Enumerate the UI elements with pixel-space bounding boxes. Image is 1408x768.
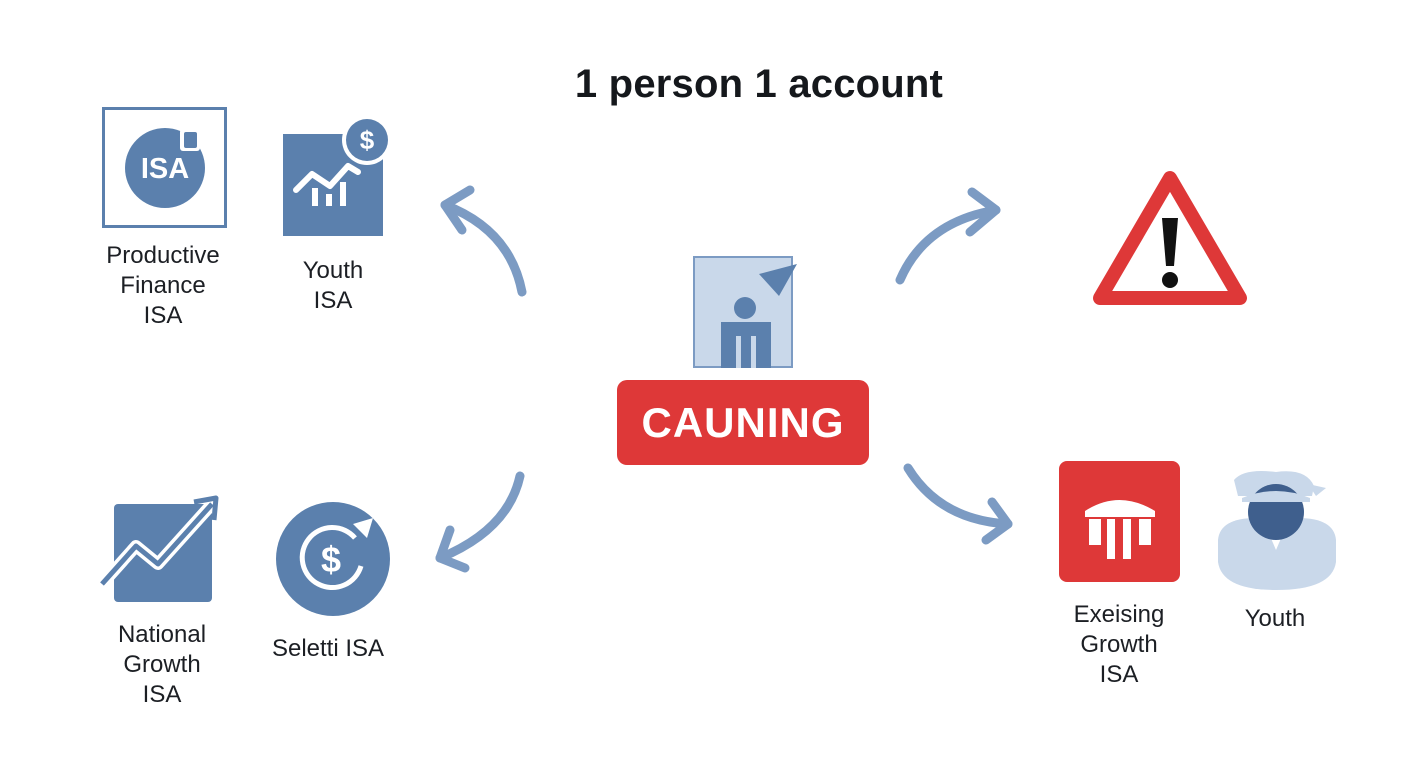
label-productive-finance-isa: Productive Finance ISA	[106, 242, 220, 329]
bank-icon	[1059, 461, 1180, 582]
label-seletti-isa: Seletti ISA	[271, 635, 385, 662]
growth-chart-dollar-icon: $	[283, 115, 392, 236]
center-badge: CAUNING	[617, 380, 869, 465]
arrow-upper-left-head	[440, 185, 475, 235]
trend-up-arrow-icon	[97, 495, 219, 602]
young-person-icon	[1218, 471, 1336, 590]
youth-isa-dollar-text: $	[360, 125, 375, 155]
label-youth-isa: Youth ISA	[302, 257, 364, 314]
arrow-lower-right	[903, 463, 1013, 529]
diagram-title: 1 person 1 account	[574, 62, 944, 106]
seletti-dollar-text: $	[321, 539, 341, 580]
isa-icon-text: ISA	[141, 153, 189, 185]
arrow-lower-right-head	[981, 497, 1013, 545]
person-check-icon	[693, 256, 797, 368]
arrow-lower-left-head	[435, 525, 470, 573]
label-exeising-growth-isa: Exeising Growth ISA	[1073, 601, 1165, 688]
arrow-lower-left	[435, 471, 525, 563]
warning-triangle-icon	[1093, 171, 1247, 305]
arrow-upper-right	[895, 205, 1001, 285]
label-youth: Youth	[1244, 605, 1306, 632]
isa-badge-icon: ISA	[102, 107, 227, 228]
label-national-growth-isa: National Growth ISA	[117, 621, 207, 708]
arrow-upper-left	[440, 200, 527, 297]
arrow-upper-right-head	[965, 187, 1001, 237]
dollar-coin-icon: $	[276, 502, 390, 616]
